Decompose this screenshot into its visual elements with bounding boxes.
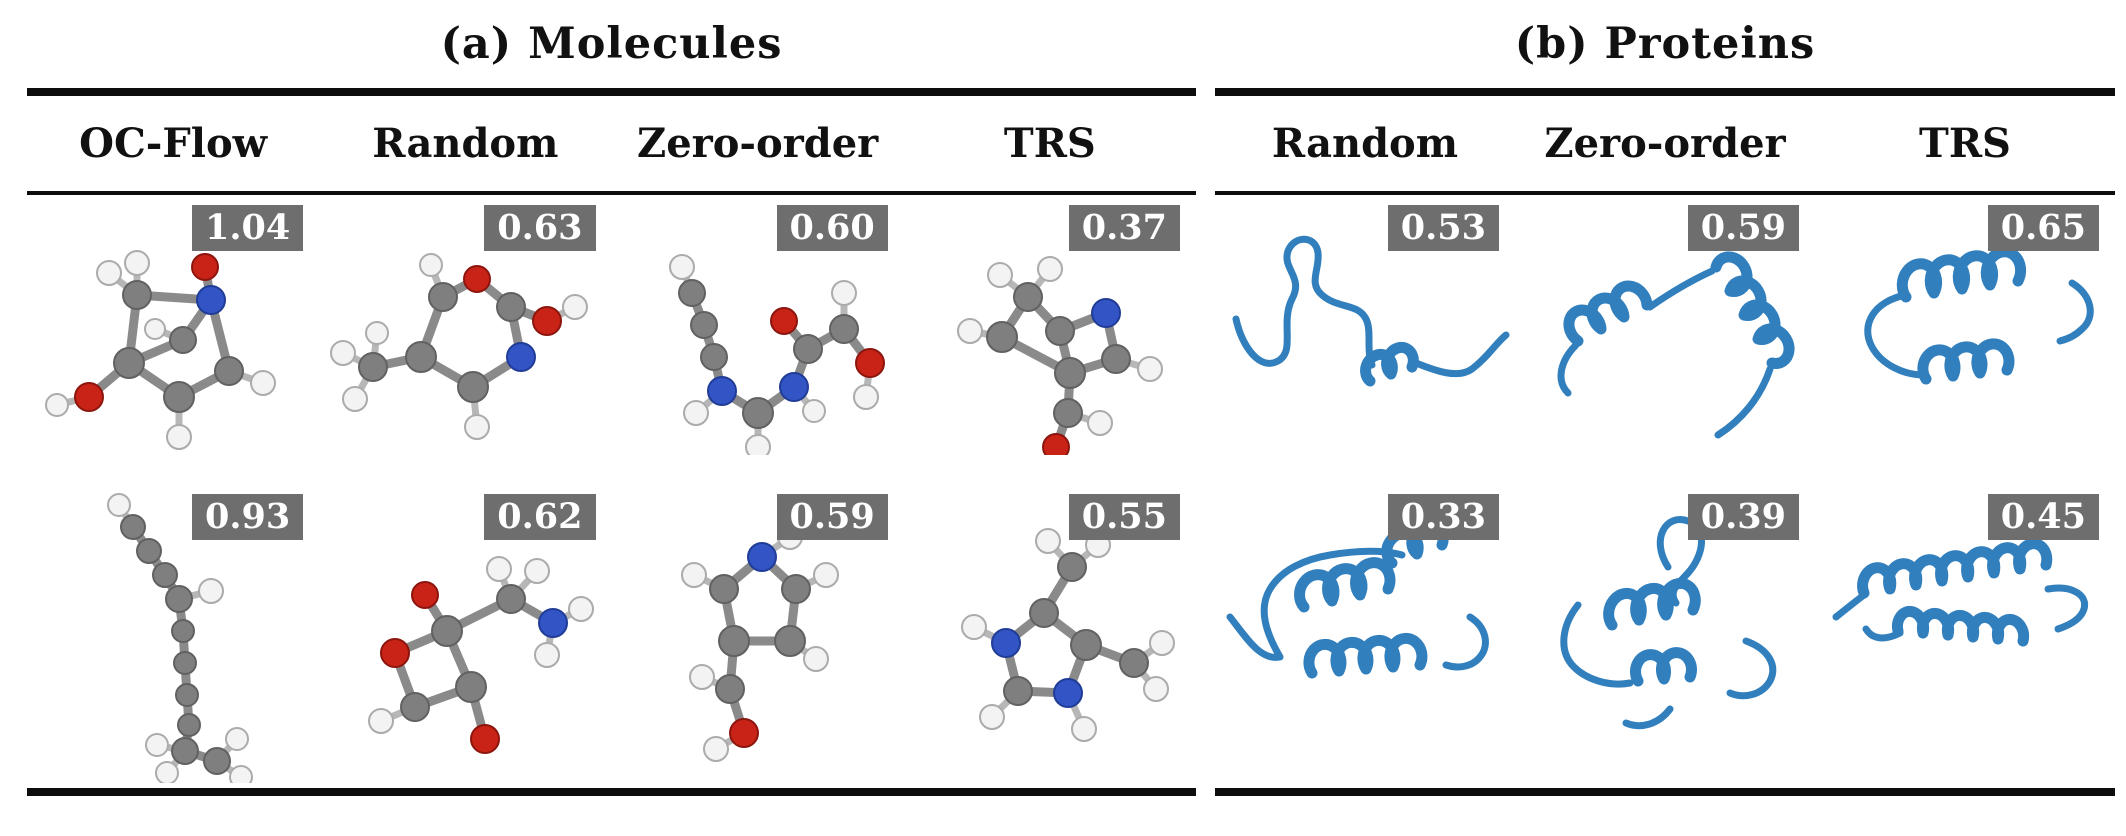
protein-helix xyxy=(1603,577,1701,631)
protein-cell-random-1: 0.53 xyxy=(1215,195,1515,473)
column-header-oc-flow: OC-Flow xyxy=(79,120,268,167)
molecule-cell-zeroorder-2: 0.59 xyxy=(612,473,904,788)
protein-coil xyxy=(1622,705,1674,730)
molecule-cell-trs-2: 0.55 xyxy=(904,473,1196,788)
molecule-cell-trs-1: 0.37 xyxy=(904,195,1196,473)
score-badge: 1.04 xyxy=(192,205,304,251)
protein-helix xyxy=(1896,246,2027,303)
protein-cell-zeroorder-2: 0.39 xyxy=(1515,473,1815,788)
score-badge: 0.55 xyxy=(1068,494,1180,540)
molecules-row-2: 0.93 xyxy=(27,473,1196,788)
score-badge: 0.45 xyxy=(1987,494,2099,540)
score-badge: 0.63 xyxy=(484,205,596,251)
protein-coil xyxy=(1864,291,1928,379)
protein-helix xyxy=(1303,632,1428,679)
protein-coil xyxy=(2044,584,2089,633)
panel-molecules-title: (a) Molecules xyxy=(440,19,783,69)
protein-cell-trs-1: 0.65 xyxy=(1815,195,2115,473)
protein-helix xyxy=(1360,341,1419,387)
atoms xyxy=(330,253,589,440)
molecule-cell-random-2: 0.62 xyxy=(319,473,611,788)
protein-image xyxy=(1832,538,2089,647)
column-header-trs: TRS xyxy=(1003,120,1096,167)
protein-helix xyxy=(1710,251,1795,369)
atoms xyxy=(680,524,839,762)
molecule-image xyxy=(107,493,254,783)
score-badge: 0.33 xyxy=(1387,494,1499,540)
atoms xyxy=(107,493,254,783)
score-badge: 0.53 xyxy=(1387,205,1499,251)
atoms xyxy=(668,254,885,455)
atoms xyxy=(956,256,1163,455)
protein-helix xyxy=(1630,647,1697,687)
molecules-top-rule xyxy=(27,88,1196,96)
molecule-cell-ocflow-2: 0.93 xyxy=(27,473,319,788)
protein-cell-zeroorder-1: 0.59 xyxy=(1515,195,1815,473)
score-badge: 0.37 xyxy=(1068,205,1180,251)
score-badge: 0.62 xyxy=(484,494,596,540)
atoms xyxy=(960,528,1175,742)
score-badge: 0.39 xyxy=(1687,494,1799,540)
proteins-header-row: Random Zero-order TRS xyxy=(1215,96,2115,191)
protein-image xyxy=(1232,235,1510,387)
molecule-cell-ocflow-1: 1.04 xyxy=(27,195,319,473)
protein-helix xyxy=(1563,280,1653,347)
figure-sample-quality: (a) Molecules OC-Flow Random Zero-order … xyxy=(27,0,2115,796)
molecule-cell-random-1: 0.63 xyxy=(319,195,611,473)
molecule-cell-zeroorder-1: 0.60 xyxy=(612,195,904,473)
molecules-row-1: 1.04 xyxy=(27,195,1196,473)
proteins-row-2: 0.33 0.39 xyxy=(1215,473,2115,788)
protein-coil xyxy=(1232,235,1376,369)
protein-coil xyxy=(1832,591,1868,621)
protein-coil xyxy=(1726,637,1777,700)
score-badge: 0.59 xyxy=(1687,205,1799,251)
protein-cell-random-2: 0.33 xyxy=(1215,473,1515,788)
score-badge: 0.59 xyxy=(776,494,888,540)
protein-coil xyxy=(1714,365,1774,439)
panel-proteins: (b) Proteins Random Zero-order TRS 0.53 … xyxy=(1215,0,2115,796)
protein-helix xyxy=(1294,557,1396,613)
panel-proteins-title: (b) Proteins xyxy=(1514,19,1816,69)
proteins-top-rule xyxy=(1215,88,2115,96)
column-header-zero-order: Zero-order xyxy=(637,120,879,167)
column-header-trs: TRS xyxy=(1919,120,2011,167)
atoms xyxy=(368,556,595,754)
molecule-image xyxy=(368,556,595,754)
column-header-random: Random xyxy=(1271,120,1459,167)
protein-coil xyxy=(1560,601,1634,688)
panel-molecules: (a) Molecules OC-Flow Random Zero-order … xyxy=(27,0,1196,796)
protein-helix xyxy=(1917,338,2015,385)
protein-image xyxy=(1557,251,1795,439)
protein-coil xyxy=(1862,625,1904,642)
proteins-header-rule xyxy=(1215,191,2115,195)
protein-coil xyxy=(1442,613,1489,671)
molecule-image xyxy=(45,250,277,450)
score-badge: 0.93 xyxy=(192,494,304,540)
protein-image xyxy=(1864,246,2094,385)
protein-coil xyxy=(1646,267,1716,311)
molecule-image xyxy=(330,253,589,440)
proteins-bottom-rule xyxy=(1215,788,2115,796)
protein-coil xyxy=(1226,547,1406,661)
score-badge: 0.65 xyxy=(1987,205,2099,251)
protein-cell-trs-2: 0.45 xyxy=(1815,473,2115,788)
column-header-zero-order: Zero-order xyxy=(1544,120,1786,167)
bonds xyxy=(339,261,579,431)
proteins-row-1: 0.53 0.59 0.65 xyxy=(1215,195,2115,473)
molecule-image xyxy=(668,254,885,455)
protein-coil xyxy=(1557,341,1580,397)
protein-helix xyxy=(1857,538,2053,599)
molecules-bottom-rule xyxy=(27,788,1196,796)
molecule-image xyxy=(960,528,1175,742)
protein-coil xyxy=(2056,279,2094,345)
molecule-image xyxy=(680,524,839,762)
protein-helix xyxy=(1892,605,2030,647)
column-header-random: Random xyxy=(372,120,559,167)
molecules-header-rule xyxy=(27,191,1196,195)
score-badge: 0.60 xyxy=(776,205,888,251)
atoms xyxy=(45,250,277,450)
protein-coil xyxy=(1412,331,1510,378)
molecules-header-row: OC-Flow Random Zero-order TRS xyxy=(27,96,1196,191)
molecule-image xyxy=(956,256,1163,455)
